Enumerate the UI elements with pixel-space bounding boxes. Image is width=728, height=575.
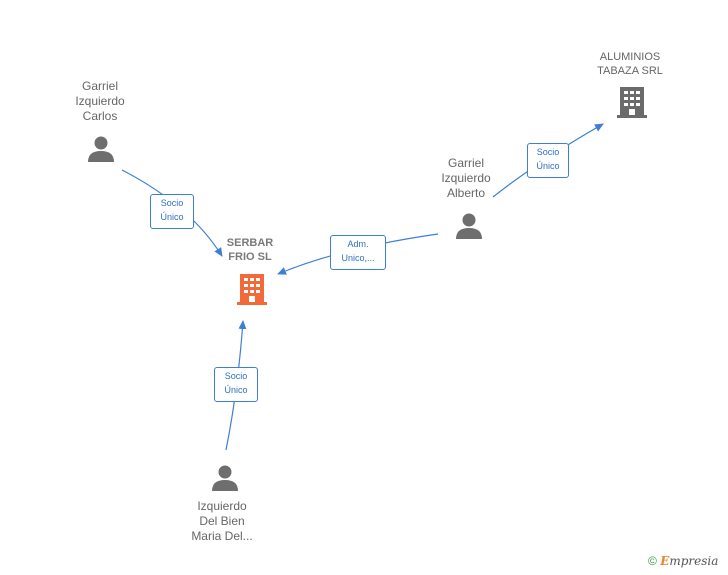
building-icon[interactable]: [235, 272, 269, 306]
copyright-footer: © Empresia: [648, 554, 718, 568]
person-icon[interactable]: [86, 134, 116, 164]
node-label-garriel-alberto: Garriel Izquierdo Alberto: [441, 156, 491, 200]
node-label-garriel-carlos: Garriel Izquierdo Carlos: [75, 79, 125, 123]
person-icon[interactable]: [210, 463, 240, 493]
edge-label-alberto-aluminios[interactable]: Socio Único: [527, 143, 569, 178]
node-label-izquierdo-maria: Izquierdo Del Bien Maria Del...: [191, 499, 253, 543]
node-label-aluminios-tabaza: ALUMINIOS TABAZA SRL: [597, 51, 663, 77]
edge-label-maria-serbar[interactable]: Socio Único: [214, 367, 258, 402]
empresia-logo: Empresia: [660, 554, 719, 568]
node-label-serbar-frio: SERBAR FRIO SL: [226, 237, 274, 263]
edge-label-carlos-serbar[interactable]: Socio Único: [150, 194, 194, 229]
person-icon[interactable]: [454, 211, 484, 241]
edge-label-alberto-serbar[interactable]: Adm. Unico,...: [330, 235, 386, 270]
copyright-icon: ©: [648, 554, 657, 568]
building-icon[interactable]: [615, 85, 649, 119]
